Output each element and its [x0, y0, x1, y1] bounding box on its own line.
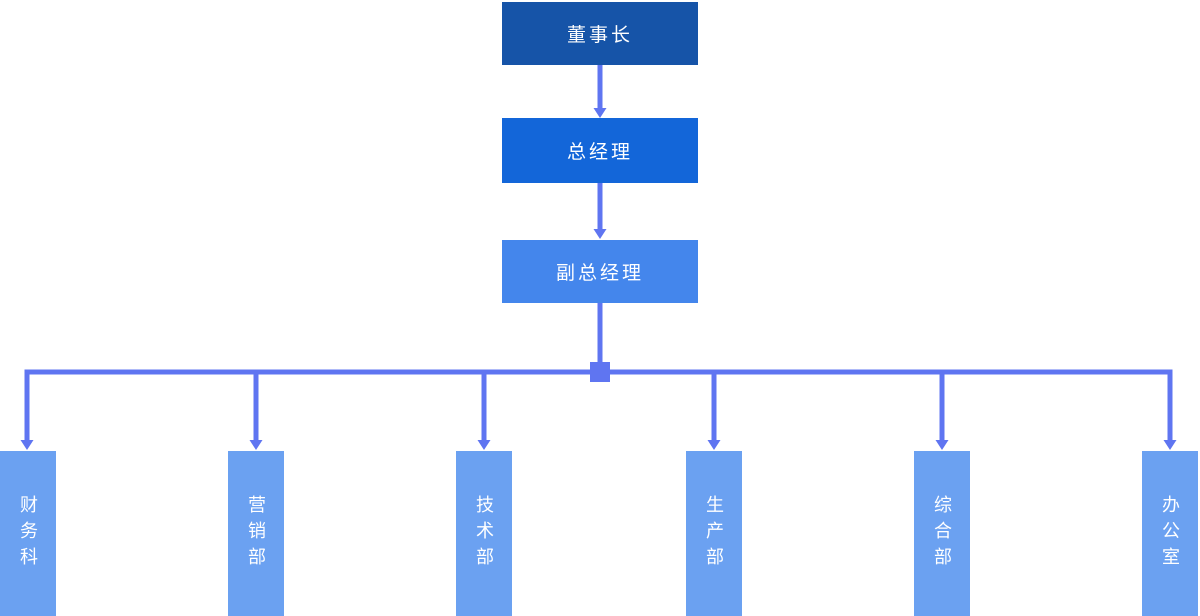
node-label: 财务科	[18, 494, 38, 573]
node-label: 技术部	[474, 494, 494, 573]
connector-arrow-down	[593, 183, 607, 239]
connector-arrow-down	[249, 372, 263, 450]
connector-arrow-down	[477, 372, 491, 450]
node-dept-marketing[interactable]: 营销部	[228, 451, 284, 616]
node-label: 总经理	[566, 142, 633, 163]
node-dept-production[interactable]: 生产部	[686, 451, 742, 616]
node-dept-office[interactable]: 办公室	[1142, 451, 1198, 616]
junction-node	[590, 362, 610, 382]
node-deputy-general-manager[interactable]: 副总经理	[502, 240, 698, 303]
node-dept-finance[interactable]: 财务科	[0, 451, 56, 616]
node-general-manager[interactable]: 总经理	[502, 118, 698, 183]
node-label: 董事长	[566, 25, 633, 46]
node-label: 营销部	[246, 494, 266, 573]
connector-arrow-down	[1163, 372, 1177, 450]
connector-arrow-down	[20, 372, 34, 450]
node-label: 副总经理	[555, 263, 644, 284]
node-label: 办公室	[1160, 494, 1180, 573]
node-label: 综合部	[932, 494, 952, 573]
node-chairman[interactable]: 董事长	[502, 2, 698, 65]
node-dept-general-affairs[interactable]: 综合部	[914, 451, 970, 616]
node-label: 生产部	[704, 494, 724, 573]
connector-arrow-down	[935, 372, 949, 450]
node-dept-technology[interactable]: 技术部	[456, 451, 512, 616]
connector-arrow-down	[707, 372, 721, 450]
connector-arrow-down	[593, 65, 607, 118]
